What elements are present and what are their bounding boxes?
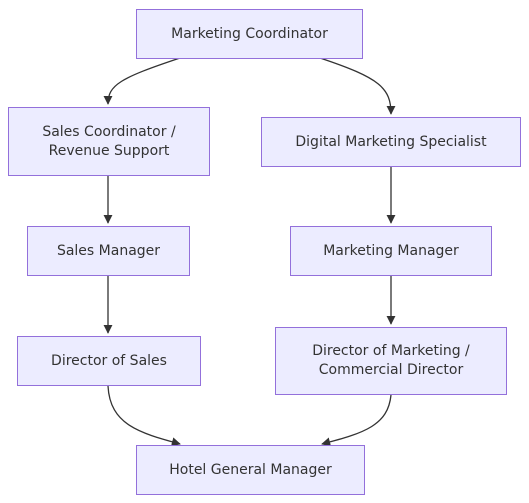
node-digital-marketing-specialist[interactable]: Digital Marketing Specialist (261, 117, 521, 167)
node-label-line-2: Revenue Support (48, 142, 170, 159)
node-director-of-sales[interactable]: Director of Sales (17, 336, 201, 386)
edge-marketing-coordinator-to-sales-coordinator (103, 57, 181, 105)
node-label: Marketing Manager (323, 242, 459, 259)
edge-marketing-coordinator-to-digital-marketing (319, 57, 396, 115)
node-label-line-2: Commercial Director (318, 362, 464, 378)
node-label: Hotel General Manager (169, 461, 332, 478)
edge-director-of-sales-to-general-manager (107, 385, 181, 447)
node-label: Sales Manager (56, 242, 161, 259)
node-marketing-manager[interactable]: Marketing Manager (290, 226, 492, 276)
node-label: Digital Marketing Specialist (295, 133, 487, 150)
node-hotel-general-manager[interactable]: Hotel General Manager (136, 445, 365, 495)
node-label: Director of Sales (51, 352, 167, 369)
edge-director-of-marketing-to-general-manager (321, 394, 392, 447)
node-label: Marketing Coordinator (171, 25, 328, 42)
node-label-line-1: Director of Marketing / (312, 343, 470, 359)
node-sales-coordinator-revenue-support[interactable]: Sales Coordinator / Revenue Support (8, 107, 210, 176)
node-sales-manager[interactable]: Sales Manager (27, 226, 190, 276)
node-label-line-1: Sales Coordinator / (42, 123, 176, 140)
node-marketing-coordinator[interactable]: Marketing Coordinator (136, 9, 363, 59)
node-director-of-marketing-commercial-director[interactable]: Director of Marketing / Commercial Direc… (275, 327, 507, 395)
